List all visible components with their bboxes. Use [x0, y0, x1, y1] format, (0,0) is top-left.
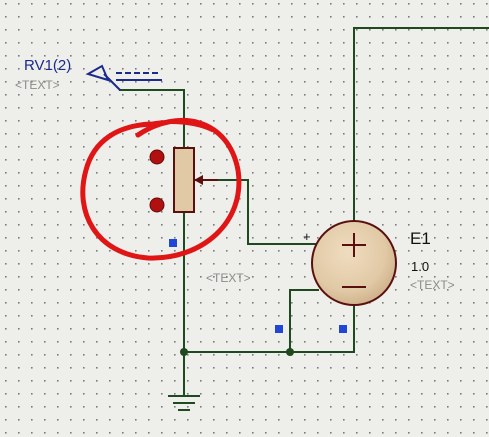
voltage-probe-icon[interactable]	[85, 64, 162, 91]
junction-middle[interactable]	[286, 348, 294, 356]
wire-probe-to-rv1[interactable]	[119, 89, 185, 149]
probe-text-placeholder: <TEXT>	[206, 271, 251, 285]
wires[interactable]	[119, 27, 489, 396]
rv1-text-placeholder: <TEXT>	[15, 78, 60, 92]
wire-wiper-to-e1-plus[interactable]	[193, 179, 319, 245]
wire-e1-top[interactable]	[353, 27, 489, 227]
junction-left[interactable]	[180, 348, 188, 356]
rv1-pin-1[interactable]	[149, 149, 165, 165]
e1-value-label: 1.0	[411, 259, 429, 274]
pin-marker-node-left[interactable]	[275, 325, 283, 333]
rv1-ref-label: RV1(2)	[24, 57, 71, 74]
rv1-wiper-arrow	[194, 175, 203, 185]
e1-ref-label: E1	[410, 229, 431, 248]
pin-marker-e1[interactable]	[339, 325, 347, 333]
rv1-body[interactable]	[173, 147, 195, 213]
e1-body[interactable]	[311, 220, 397, 306]
pin-marker-rv1[interactable]	[169, 239, 177, 247]
ground-icon[interactable]	[168, 395, 200, 411]
voltage-source-e1[interactable]	[311, 220, 397, 306]
rv1-pin-2[interactable]	[149, 197, 165, 213]
potentiometer-rv1[interactable]	[149, 147, 218, 213]
annotation-circle-tail	[148, 120, 214, 132]
e1-pin-plus-label: +	[303, 229, 311, 244]
e1-text-placeholder: <TEXT>	[410, 278, 455, 292]
wire-e1-minus-to-node[interactable]	[289, 289, 319, 353]
